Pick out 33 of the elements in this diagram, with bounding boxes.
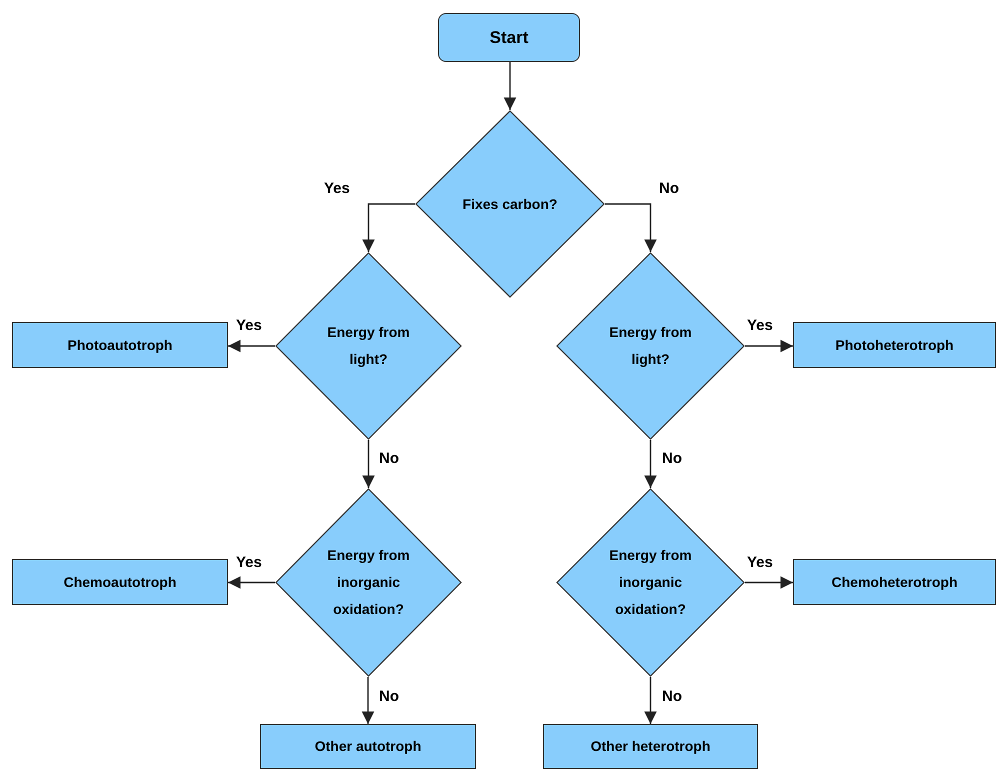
edge-label: No bbox=[377, 689, 401, 704]
start-box: Start bbox=[438, 13, 580, 62]
arrow bbox=[605, 203, 657, 252]
decision-text: Energy from light? bbox=[608, 323, 693, 369]
edge-label: Yes bbox=[745, 555, 775, 570]
decision-text: Energy from inorganic oxidation? bbox=[608, 546, 693, 619]
edge-label: Yes bbox=[322, 181, 352, 196]
result-box: Photoautotroph bbox=[12, 322, 228, 368]
arrow bbox=[228, 340, 275, 352]
arrow bbox=[644, 440, 657, 488]
result-box: Chemoheterotroph bbox=[793, 559, 996, 605]
decision-text: Fixes carbon? bbox=[462, 194, 558, 214]
decision-text: Energy from inorganic oxidation? bbox=[326, 546, 411, 619]
arrow bbox=[745, 576, 793, 589]
edge-label: Yes bbox=[234, 555, 264, 570]
result-box: Photoheterotroph bbox=[793, 322, 996, 368]
arrow bbox=[362, 440, 375, 488]
edge-label: No bbox=[657, 181, 681, 196]
edge-label: No bbox=[377, 451, 401, 466]
edge-label: No bbox=[660, 689, 684, 704]
arrow bbox=[362, 203, 415, 252]
arrow bbox=[362, 677, 374, 724]
result-box: Other autotroph bbox=[260, 724, 476, 769]
arrow bbox=[644, 677, 657, 724]
arrow bbox=[504, 62, 516, 110]
edge-label: Yes bbox=[234, 318, 264, 333]
result-box: Other heterotroph bbox=[543, 724, 758, 769]
edge-label: Yes bbox=[745, 318, 775, 333]
decision-text: Energy from light? bbox=[326, 323, 411, 369]
edge-label: No bbox=[660, 451, 684, 466]
arrow bbox=[745, 340, 793, 352]
arrow bbox=[228, 576, 275, 589]
result-box: Chemoautotroph bbox=[12, 559, 228, 605]
